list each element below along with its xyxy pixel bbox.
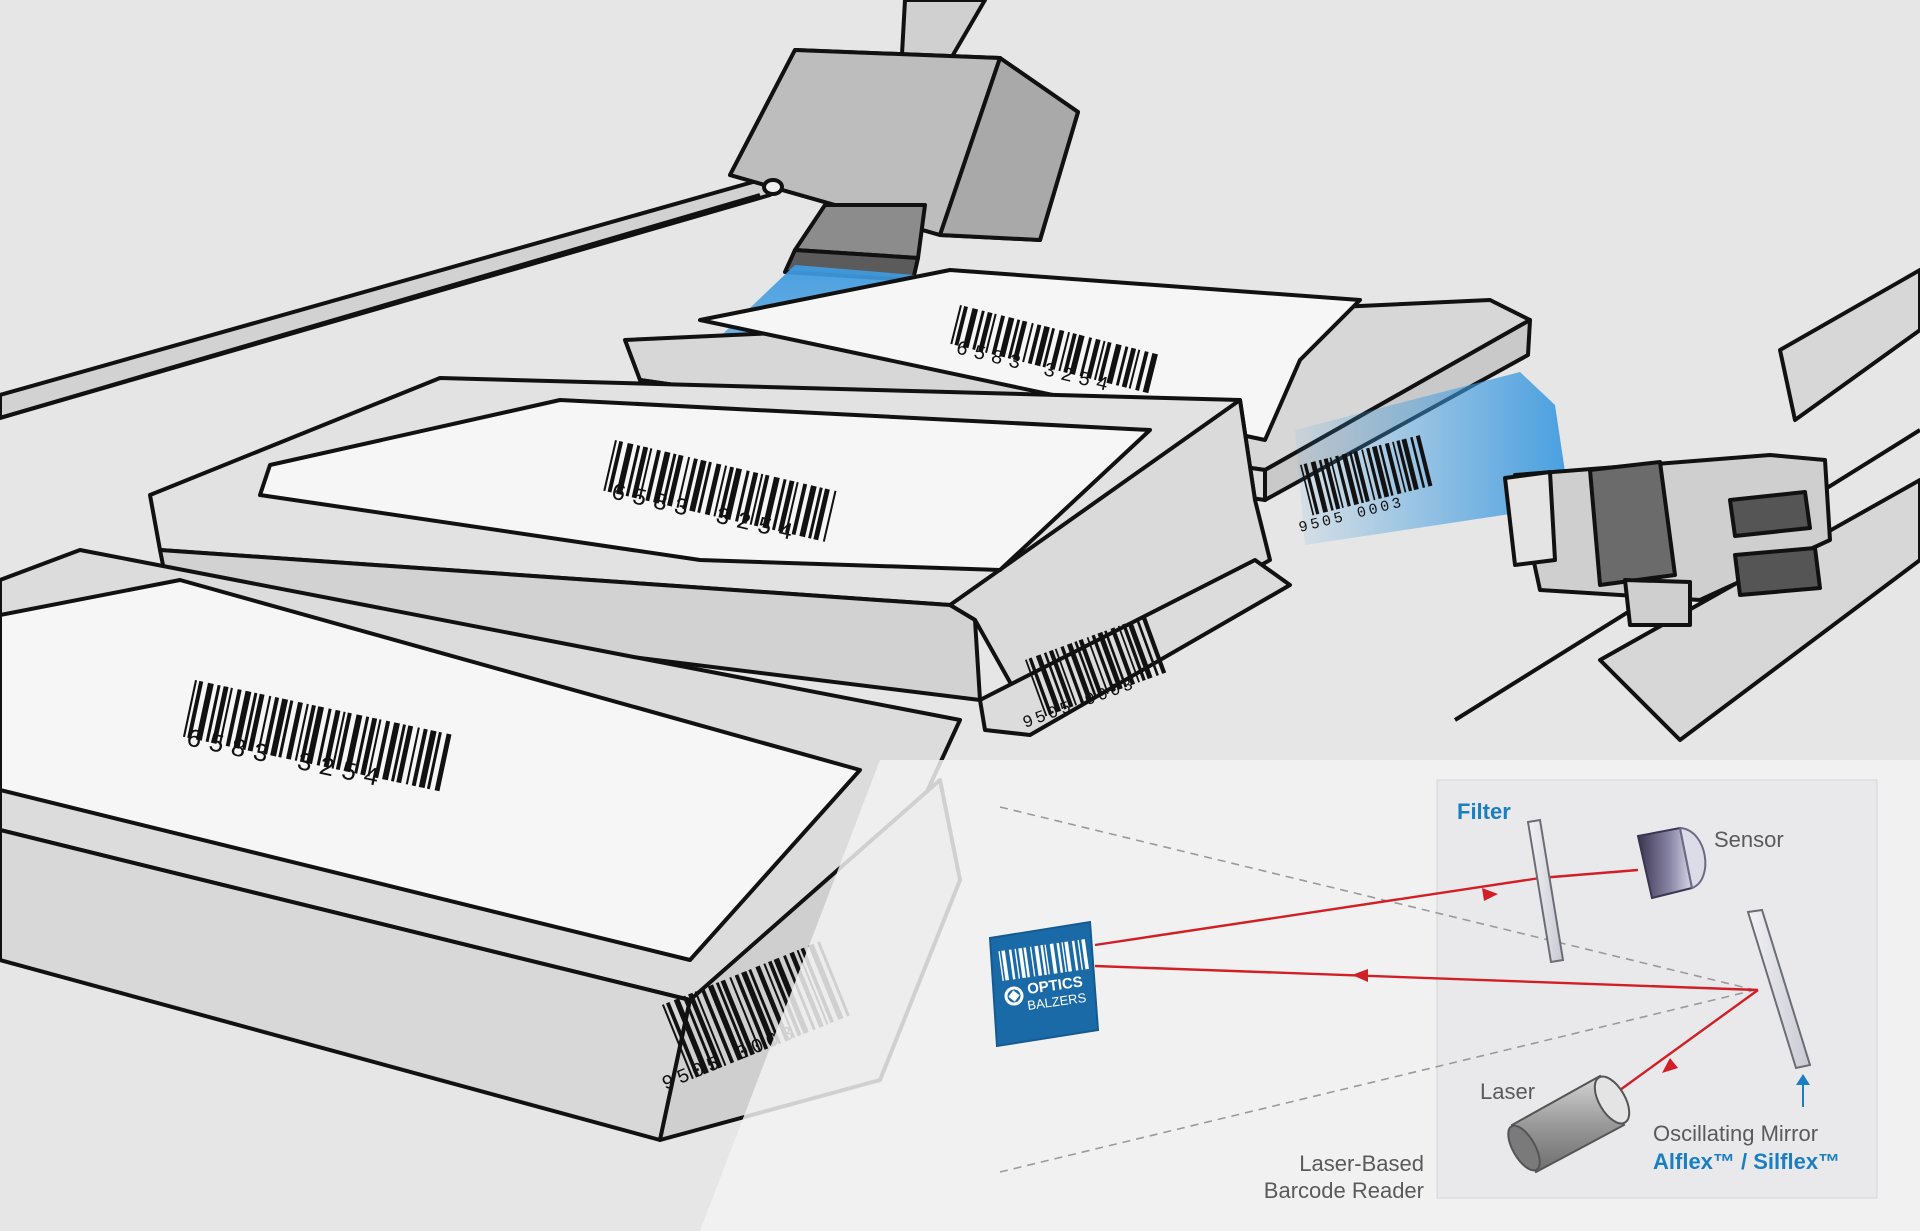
package-front [0,548,962,1142]
overhead-camera-scanner [728,48,1080,282]
mirror-product-label: Alflex™ / Silflex™ [1653,1149,1841,1174]
filter-glass [1526,818,1565,964]
optics-balzers-barcode-label: OPTICS BALZERS [988,920,1100,1048]
laser-beam-paths [1094,868,1759,1091]
sensor-label: Sensor [1714,827,1784,852]
side-barcode-middle-bars [1025,616,1167,717]
mirror-label: Oscillating Mirror [1653,1121,1819,1146]
barcode-middle-bars [603,439,837,542]
side-laser-scanner [1503,453,1832,627]
oscillating-mirror [1746,908,1812,1070]
barcode-back-bars [950,304,1158,394]
laser-label: Laser [1480,1079,1536,1104]
logo-barcode-bars [998,939,1089,981]
optics-balzers-logo-icon [1004,986,1024,1006]
mirror-pointer-arrow [1796,1074,1810,1107]
barcode-front-bars [182,680,452,792]
scan-field-lines [999,806,1756,1173]
caption-line-1: Laser-Based [1299,1151,1424,1176]
laser-emitter [1507,1074,1631,1174]
sensor [1636,826,1707,900]
filter-label: Filter [1457,799,1511,824]
laser-direction-arrows [1352,888,1678,1073]
side-barcode-back-bars [1300,435,1433,516]
caption-line-2: Barcode Reader [1263,1178,1424,1203]
